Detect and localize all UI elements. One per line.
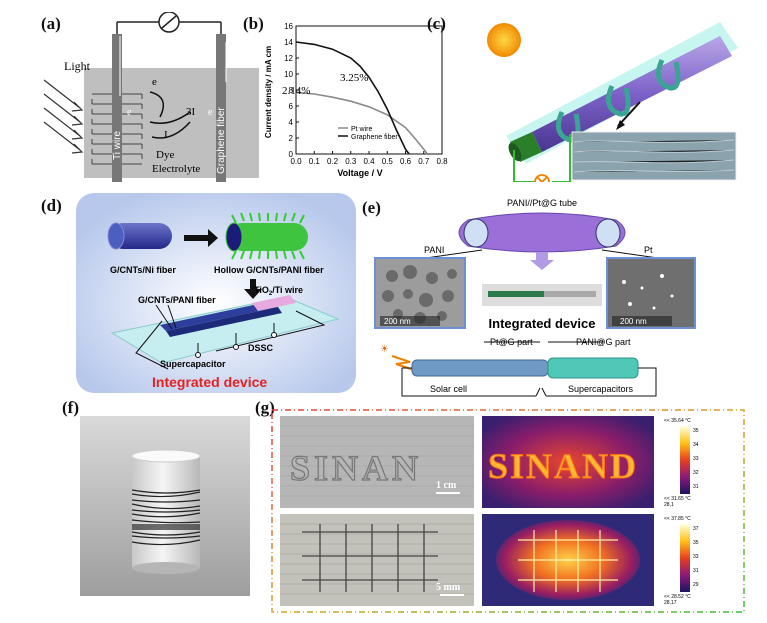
y-tick-label: 2 (289, 134, 294, 143)
fabric-text-top: SINAN (290, 448, 422, 488)
cb1-foot: 28,1 (664, 502, 674, 508)
ti-wire-label: Ti wire (112, 130, 123, 160)
svg-text:32: 32 (693, 470, 699, 476)
thermal-text-top: SINAND (488, 446, 638, 486)
svg-text:29: 29 (693, 582, 699, 588)
x-tick-label: 0.7 (418, 157, 430, 166)
scale-bar-1: 200 nm (384, 317, 411, 326)
y-axis-label: Current density / mA cm (264, 46, 273, 138)
panel-a-diagram: Light e e e 3I I Dye Electrolyte Ti wire… (43, 12, 259, 182)
svg-text:35: 35 (693, 540, 699, 546)
dye-label: Dye (156, 149, 174, 161)
x-tick-label: 0.0 (290, 157, 302, 166)
y-tick-label: 8 (289, 86, 294, 95)
x-tick-label: 0.5 (382, 157, 394, 166)
legend-pt: Pt wire (351, 126, 373, 133)
svg-text:☀: ☀ (380, 344, 389, 355)
triiodide-3i-label: 3I (186, 106, 196, 118)
panel-f-photo (80, 416, 250, 596)
sun-icon (487, 23, 521, 57)
integrated-device-e: Integrated device (489, 316, 596, 331)
y-tick-label: 6 (289, 102, 294, 111)
electron-label-1: e (152, 76, 157, 88)
svg-text:31: 31 (693, 568, 699, 574)
scale-bar-2: 200 nm (620, 317, 647, 326)
panel-c-label: (c) (427, 14, 446, 33)
x-tick-label: 0.8 (436, 157, 448, 166)
y-tick-label: 14 (284, 38, 293, 47)
x-axis-label: Voltage / V (337, 168, 382, 178)
dssc-label: DSSC (248, 343, 274, 353)
panel-f-label: (f) (62, 398, 79, 417)
panel-d-diagram: G/CNTs/Ni fiber Hollow G/CNTs/PANI fiber… (76, 193, 356, 393)
svg-text:31: 31 (693, 484, 699, 490)
y-tick-label: 16 (284, 22, 293, 31)
panel-g-label: (g) (255, 398, 275, 417)
legend-graphene: Graphene fiber (351, 134, 398, 141)
svg-text:35: 35 (693, 428, 699, 434)
electron-label-2: e (127, 107, 132, 118)
g-cnts-pani-label: G/CNTs/PANI fiber (138, 295, 216, 305)
graphene-fiber-label: Graphene fiber (216, 107, 227, 174)
x-tick-label: 0.4 (363, 157, 375, 166)
annotation-low: 2.14% (282, 85, 310, 97)
tio2-label: TiO2/Ti wire (254, 285, 303, 297)
panel-g-figure: SINAN 1 cm SINAND << 35.64 °C << 31.65 °… (271, 409, 745, 613)
integrated-device-d: Integrated device (152, 374, 267, 390)
triiodide-i3-label: I (164, 129, 168, 141)
scale-1cm: 1 cm (436, 480, 457, 491)
y-tick-label: 4 (289, 118, 294, 127)
svg-text:34: 34 (693, 442, 699, 448)
series-line-0 (295, 91, 429, 155)
panel-c-diagram (487, 22, 738, 182)
panel-a-label: (a) (41, 14, 61, 33)
scale-5mm: 5 mm (436, 582, 461, 593)
y-tick-label: 12 (284, 54, 293, 63)
panel-b-label: (b) (243, 14, 264, 33)
cb2-foot: 28,17 (664, 600, 677, 606)
svg-text:33: 33 (693, 456, 699, 462)
panel-d-label: (d) (41, 196, 62, 215)
pani-label: PANI (424, 245, 444, 255)
series-line-1 (295, 41, 410, 155)
y-tick-label: 0 (289, 150, 294, 159)
tube-label: PANI//Pt@G tube (507, 198, 577, 208)
electrolyte-label: Electrolyte (152, 163, 200, 175)
panel-e-label: (e) (362, 198, 381, 217)
cb1-max: << 35.64 °C (664, 418, 691, 424)
x-tick-label: 0.1 (309, 157, 321, 166)
x-tick-label: 0.3 (345, 157, 357, 166)
cb2-min: << 28.52 °C (664, 594, 691, 600)
y-tick-label: 10 (284, 70, 293, 79)
hollow-fiber-label: Hollow G/CNTs/PANI fiber (214, 265, 324, 275)
solar-cell-label: Solar cell (430, 384, 467, 394)
cb2-max: << 37.85 °C (664, 516, 691, 522)
svg-text:37: 37 (693, 526, 699, 532)
g-cnts-ni-label: G/CNTs/Ni fiber (110, 265, 176, 275)
pt-label: Pt (644, 245, 653, 255)
supercapacitor-label: Supercapacitor (160, 359, 226, 369)
panel-e-diagram: PANI//Pt@G tube PANI Pt 200 nm 200 nm In… (374, 198, 696, 397)
x-tick-label: 0.6 (400, 157, 412, 166)
supercapacitors-label: Supercapacitors (568, 384, 634, 394)
electron-label-3: e (208, 107, 213, 118)
annotation-high: 3.25% (340, 72, 368, 84)
jv-chart: 0.0 0.1 0.2 0.3 0.4 0.5 0.6 0.7 0.8 0 2 4 6 8 10 12 14 16… (264, 22, 448, 178)
x-tick-label: 0.2 (327, 157, 339, 166)
cb1-min: << 31.65 °C (664, 496, 691, 502)
svg-text:33: 33 (693, 554, 699, 560)
light-label: Light (64, 59, 91, 73)
